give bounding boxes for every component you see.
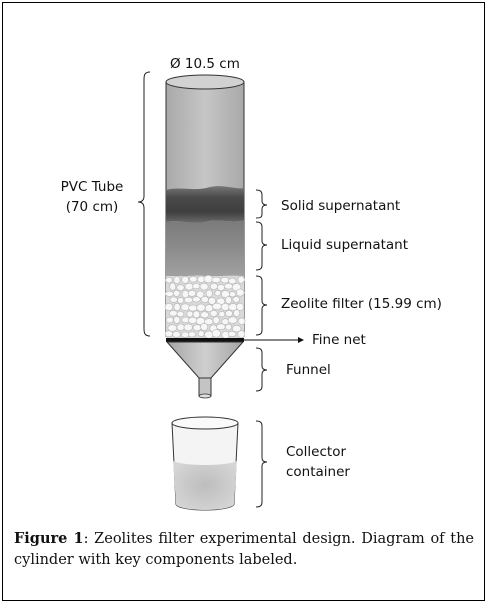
zeolite-pebble xyxy=(200,296,209,303)
zeolite-pebble xyxy=(173,289,181,297)
collector-label-line2: container xyxy=(286,464,350,480)
zeolite-pebble xyxy=(200,322,209,331)
liquid-supernatant-brace xyxy=(255,221,268,271)
zeolite-pebble xyxy=(211,276,221,284)
zeolite-pebble xyxy=(188,316,198,324)
zeolite-pebble xyxy=(183,323,193,332)
zeolite-pebble xyxy=(216,284,225,291)
zeolite-pebble xyxy=(183,296,194,304)
zeolite-pebble xyxy=(197,330,205,337)
zeolite-pebble xyxy=(177,297,184,304)
zeolite-pebble xyxy=(237,317,246,325)
diameter-label: Ø 10.5 cm xyxy=(170,56,240,72)
zeolite-filter-brace xyxy=(255,275,268,336)
zeolite-pebble xyxy=(228,277,237,285)
zeolite-pebble xyxy=(214,290,222,297)
zeolite-pebble xyxy=(211,302,222,311)
zeolite-pebble xyxy=(209,282,218,290)
zeolite-pebble xyxy=(181,275,189,284)
zeolite-filter-label: Zeolite filter (15.99 cm) xyxy=(281,296,442,312)
zeolite-pebble xyxy=(167,324,178,332)
zeolite-pebble xyxy=(176,323,185,331)
collector-label-line1: Collector xyxy=(286,444,347,460)
zeolite-pebble xyxy=(173,275,181,284)
zeolite-pebble xyxy=(165,290,174,297)
zeolite-pebble xyxy=(169,296,178,303)
zeolite-pebble xyxy=(168,310,178,317)
collector-container-brace xyxy=(255,420,268,508)
zeolite-pebble xyxy=(181,290,190,299)
zeolite-pebble xyxy=(200,311,209,319)
zeolite-pebble xyxy=(172,331,181,338)
zeolite-pebble xyxy=(192,296,201,303)
zeolite-pebble xyxy=(208,297,217,305)
zeolite-pebble xyxy=(228,291,237,298)
funnel-label: Funnel xyxy=(286,362,331,378)
zeolite-pebble xyxy=(189,276,198,283)
zeolite-pebble xyxy=(236,302,245,312)
zeolite-pebble xyxy=(227,316,238,324)
pvc-tube-brace xyxy=(137,71,151,337)
zeolite-pebble xyxy=(237,330,246,339)
zeolite-pebble xyxy=(192,310,201,319)
zeolite-pebble xyxy=(216,323,226,331)
zeolite-pebble xyxy=(225,296,232,305)
zeolite-pebble xyxy=(236,288,245,297)
zeolite-pebble xyxy=(187,289,197,297)
zeolite-pebble xyxy=(173,316,181,324)
zeolite-pebble xyxy=(176,311,185,317)
fine-net-label: Fine net xyxy=(312,332,366,348)
zeolite-pebble xyxy=(220,303,230,311)
zeolite-pebble xyxy=(212,316,220,325)
collector-container xyxy=(171,416,239,511)
funnel-brace xyxy=(255,347,268,392)
zeolite-pebble xyxy=(227,330,237,337)
zeolite-pebble xyxy=(164,302,174,311)
zeolite-pebble xyxy=(237,275,245,284)
zeolite-pebble xyxy=(173,302,181,311)
braces xyxy=(137,71,268,508)
zeolite-pebble xyxy=(225,309,233,317)
liquid-supernatant-layer xyxy=(166,220,244,278)
zeolite-pebble xyxy=(184,282,194,291)
zeolite-pebble xyxy=(233,309,241,317)
solid-supernatant-brace xyxy=(255,189,268,219)
solid-supernatant-layer xyxy=(166,186,244,223)
zeolite-pebble xyxy=(165,316,174,324)
zeolite-pebble xyxy=(220,276,230,284)
zeolite-pebble xyxy=(192,324,202,332)
zeolite-pebble xyxy=(205,289,213,298)
pvc-tube-label-line1: PVC Tube xyxy=(60,179,124,195)
zeolite-pebble xyxy=(192,283,201,290)
zeolite-filter-layer xyxy=(164,275,246,339)
figure-caption: Figure 1: Zeolites filter experimental d… xyxy=(14,528,474,571)
zeolite-pebble xyxy=(224,283,234,290)
zeolite-pebble xyxy=(176,284,185,291)
solid-supernatant-label: Solid supernatant xyxy=(281,198,401,214)
zeolite-pebble xyxy=(232,296,240,303)
figure-caption-text: : Zeolites filter experimental design. D… xyxy=(14,531,474,568)
zeolite-pebble xyxy=(209,309,218,317)
zeolite-pebble xyxy=(164,330,173,338)
liquid-supernatant-label: Liquid supernatant xyxy=(281,237,409,253)
zeolite-pebble xyxy=(232,325,242,333)
figure-number: Figure 1 xyxy=(14,530,84,547)
pvc-tube-label-line2: (70 cm) xyxy=(65,199,119,215)
zeolite-pebble xyxy=(218,311,226,318)
zeolite-pebble xyxy=(225,323,232,331)
zeolite-pebble xyxy=(196,303,206,312)
zeolite-pebble xyxy=(165,276,173,284)
zeolite-pebble xyxy=(199,282,209,291)
zeolite-pebble xyxy=(169,282,177,291)
zeolite-pebble xyxy=(188,304,198,312)
zeolite-pebble xyxy=(181,331,190,338)
zeolite-pebble xyxy=(186,310,194,318)
zeolite-pebble xyxy=(188,331,197,338)
fine-net xyxy=(166,337,304,343)
zeolite-pebble xyxy=(211,329,221,338)
funnel xyxy=(165,341,245,399)
